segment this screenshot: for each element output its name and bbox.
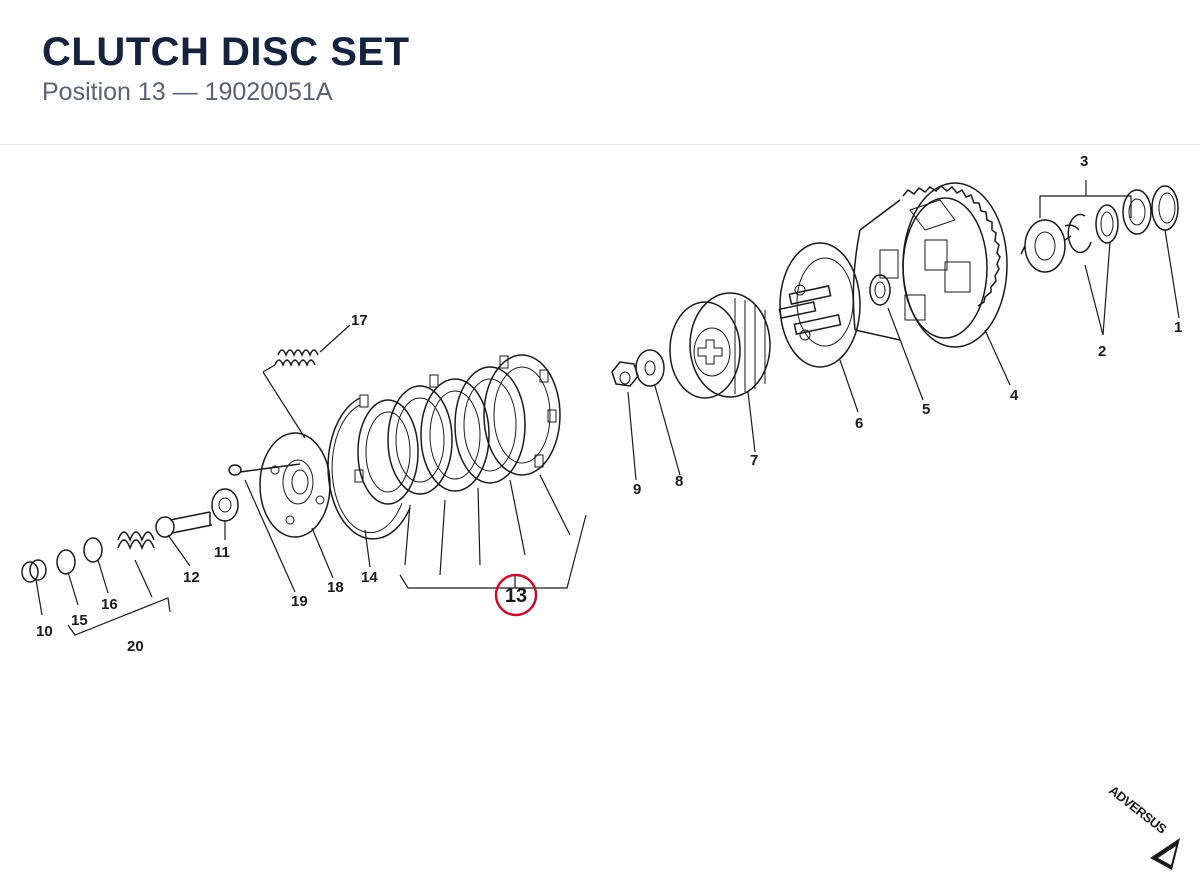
label-11: 11	[214, 544, 230, 561]
label-5: 5	[922, 401, 930, 418]
part-11-bearing	[211, 488, 239, 522]
label-7: 7	[750, 452, 758, 469]
label-10: 10	[36, 623, 53, 640]
page-subtitle: Position 13 — 19020051A	[42, 78, 333, 106]
brand-logo: ADVERSUS	[1106, 783, 1170, 837]
label-17: 17	[351, 312, 368, 329]
part-9-nut	[611, 361, 639, 387]
part-4-clutch-basket	[852, 182, 1008, 348]
part-6-pressure-plate	[778, 242, 861, 368]
label-6: 6	[855, 415, 863, 432]
part-3-bearing-set	[1020, 189, 1152, 273]
label-2: 2	[1098, 343, 1106, 360]
part-5-bushing	[869, 274, 891, 306]
leader-lines	[35, 180, 1180, 636]
part-14-circlip	[327, 397, 411, 540]
brand-name: ADVERSUS	[1106, 783, 1170, 837]
label-1: 1	[1174, 319, 1182, 336]
part-labels: 1 2 3 4 5 6 7 8 9 10 11 12 14 15 16 17 1…	[36, 153, 1182, 655]
label-12: 12	[183, 569, 200, 586]
page-title: CLUTCH DISC SET	[42, 30, 410, 74]
exploded-parts-diagram: 1 2 3 4 5 6 7 8 9 10 11 12 14 15 16 17 1…	[0, 146, 1200, 883]
label-18: 18	[327, 579, 344, 596]
part-8-washer	[635, 349, 665, 387]
label-4: 4	[1010, 387, 1019, 404]
label-15: 15	[71, 612, 88, 629]
label-8: 8	[675, 473, 683, 490]
label-13-highlighted: 13	[505, 585, 527, 607]
page-header: CLUTCH DISC SET Position 13 — 19020051A	[0, 0, 1200, 145]
label-20: 20	[127, 638, 144, 655]
label-16: 16	[101, 596, 118, 613]
label-9: 9	[633, 481, 641, 498]
part-18-retainer-plate	[259, 432, 331, 538]
label-14: 14	[361, 569, 378, 586]
arrow-logo-icon	[1150, 838, 1180, 870]
part-7-inner-hub	[669, 292, 771, 399]
part-17-springs	[274, 349, 319, 368]
part-1-seal	[1151, 185, 1179, 231]
clutch-exploded-view: 1 2 3 4 5 6 7 8 9 10 11 12 14 15 16 17 1…	[21, 153, 1182, 870]
part-19-bolt	[228, 463, 301, 476]
highlight-ring	[494, 573, 538, 617]
label-19: 19	[291, 593, 308, 610]
part-13-clutch-disc-stack	[354, 354, 561, 505]
part-12-pushrod	[155, 511, 213, 538]
part-20-assembly	[21, 531, 155, 583]
label-3: 3	[1080, 153, 1088, 170]
